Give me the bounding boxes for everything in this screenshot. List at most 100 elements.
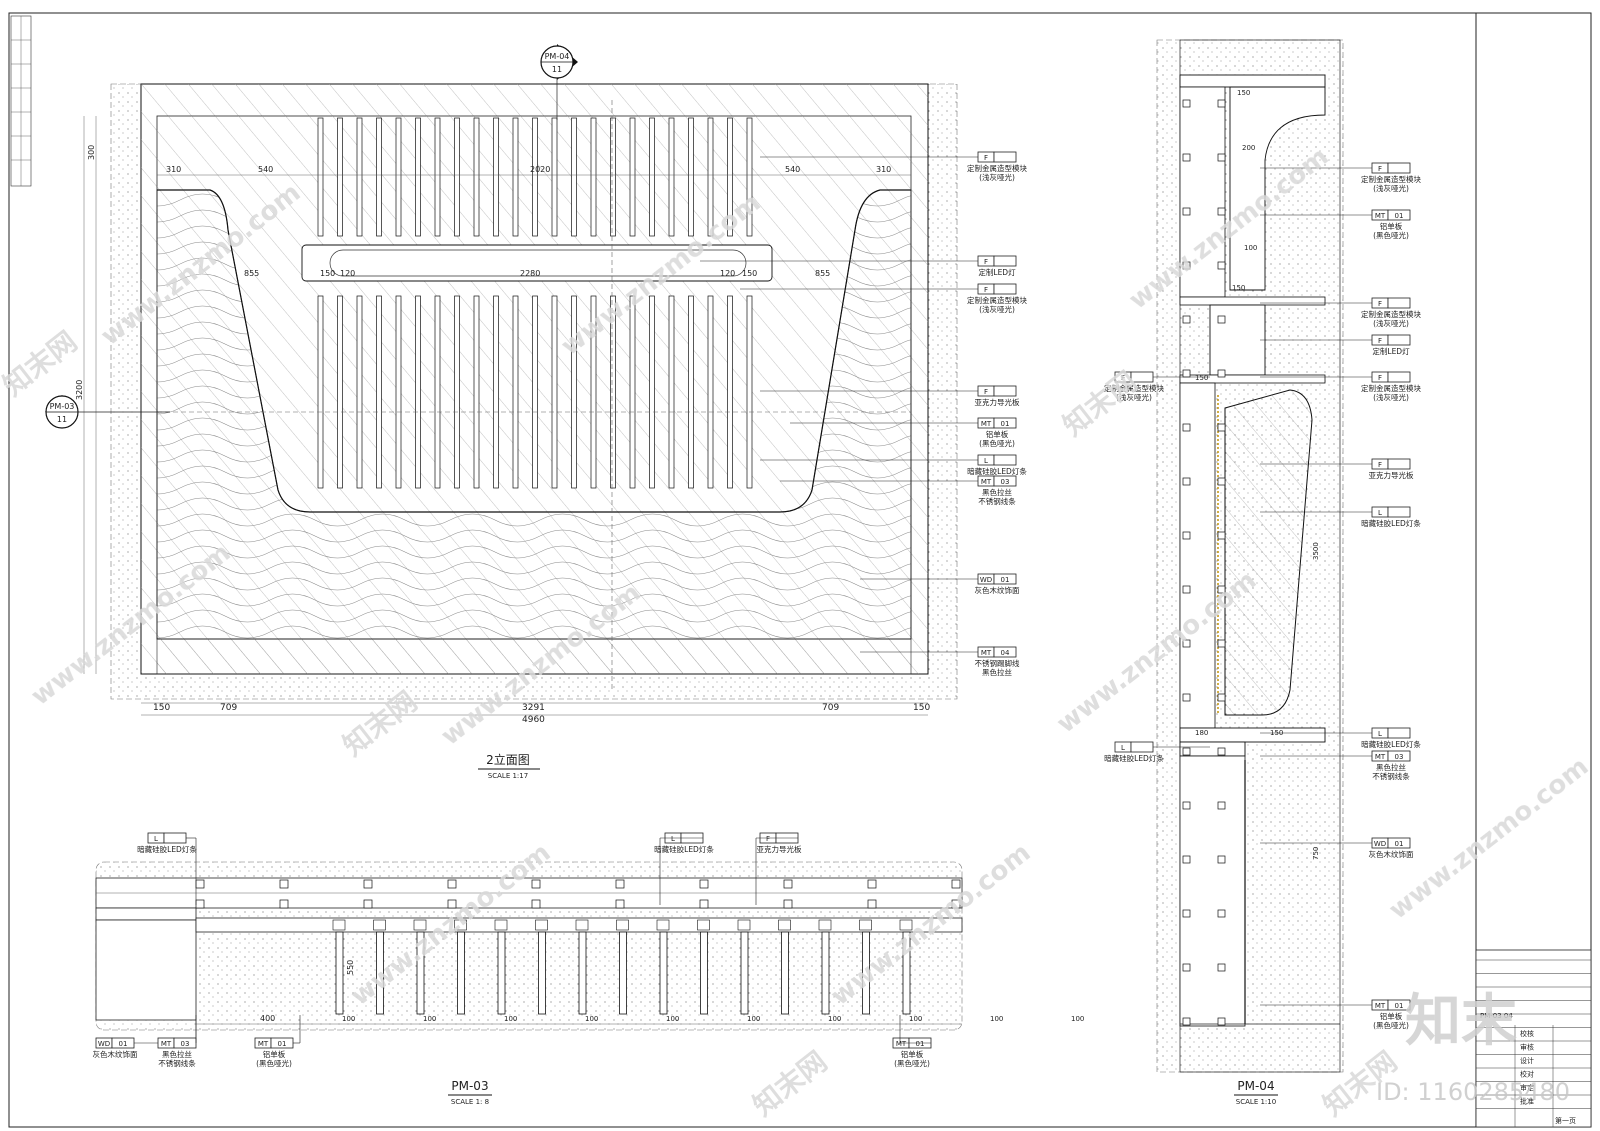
pm04-dim: 180 xyxy=(1195,729,1208,737)
pm04-stud xyxy=(1182,477,1191,486)
pm03-fin-cap xyxy=(737,919,751,931)
pm03-dim: 100 xyxy=(1071,1015,1084,1023)
pm03-fin xyxy=(619,931,627,1015)
dim-top-4: 540 xyxy=(785,165,800,174)
pm04-dim: 3500 xyxy=(1312,542,1320,560)
callout-code: MT xyxy=(1375,1002,1386,1010)
pm04-dim: 200 xyxy=(1242,144,1255,152)
callout-number: 04 xyxy=(1001,649,1010,657)
pm04-stud xyxy=(1217,747,1226,756)
pm03-fixing xyxy=(363,899,373,909)
lower-bar xyxy=(649,295,655,489)
pm04-stud xyxy=(1182,963,1191,972)
lower-bar xyxy=(317,295,324,489)
pm04-stud xyxy=(1182,855,1191,864)
elevation-callouts: F定制金属造型模块(浅灰哑光)F定制LED灯F定制金属造型模块(浅灰哑光)F亚克… xyxy=(700,151,1027,677)
callout-label: 不锈钢踢脚线 xyxy=(975,658,1020,668)
upper-bar xyxy=(434,117,441,237)
lower-bar xyxy=(415,295,421,489)
dim-mid-2: 150 xyxy=(320,269,335,278)
watermark-logo: 知末 xyxy=(1405,988,1517,1054)
upper-bar xyxy=(571,117,577,237)
callout-number: 01 xyxy=(916,1040,925,1048)
pm04-stud xyxy=(1182,909,1191,918)
callout-label: 铝单板 xyxy=(901,1049,924,1059)
pm03-fin-cap xyxy=(616,919,629,931)
pm03-dim: 100 xyxy=(990,1015,1003,1023)
pm03-fin xyxy=(376,931,384,1015)
pm04-stud xyxy=(1182,585,1191,594)
lower-bar xyxy=(454,295,460,489)
pm04-stud xyxy=(1182,639,1191,648)
callout-code: L xyxy=(1378,509,1382,517)
dim-total: 4960 xyxy=(522,715,545,725)
lower-bar xyxy=(688,295,694,489)
callout-number: 01 xyxy=(1395,840,1404,848)
callout-label: (黑色哑光) xyxy=(256,1058,292,1068)
upper-bar xyxy=(493,117,499,237)
callout-label: 定制LED灯 xyxy=(978,267,1016,277)
lower-bar xyxy=(395,295,402,489)
callout-code: F xyxy=(1378,337,1382,345)
callout-label: (黑色哑光) xyxy=(979,438,1015,448)
pm04-stud xyxy=(1182,801,1191,810)
pm03-fin xyxy=(862,931,870,1015)
pm03-fixing xyxy=(195,899,205,909)
upper-bar xyxy=(590,117,597,237)
dim-mid-6: 150 xyxy=(742,269,757,278)
lower-bar xyxy=(376,295,382,489)
dim-mid-1: 855 xyxy=(244,269,259,278)
pm03-dim: 100 xyxy=(666,1015,679,1023)
watermark-text: www.znzmo.com xyxy=(1383,752,1594,926)
pm03-fin-cap xyxy=(575,919,589,931)
watermark-id: ID: 1160285480 xyxy=(1376,1078,1570,1106)
callout-code: F xyxy=(1121,374,1125,382)
page-number: 第一页 xyxy=(1555,1116,1576,1125)
callout-label: 暗藏硅胶LED灯条 xyxy=(1361,739,1421,749)
callout-label: 铝单板 xyxy=(1380,221,1403,231)
callout-label: 定制LED灯 xyxy=(1372,346,1410,356)
pm04-stud xyxy=(1217,369,1226,378)
callout-label: (黑色哑光) xyxy=(894,1058,930,1068)
pm03-fixing xyxy=(867,899,877,909)
lower-bar xyxy=(727,295,733,489)
marker-left-sheet: 11 xyxy=(57,415,67,424)
callout-number: 01 xyxy=(1395,212,1404,220)
dim-mid-7: 855 xyxy=(815,269,830,278)
dim-mid-5: 120 xyxy=(720,269,735,278)
callout-code: F xyxy=(984,154,988,162)
upper-bar xyxy=(473,117,480,237)
callout-code: MT xyxy=(258,1040,269,1048)
elevation-title: 2立面图 xyxy=(486,752,530,767)
pm03-fixing xyxy=(447,879,457,889)
pm04-stud xyxy=(1217,207,1226,216)
pm03-fixing xyxy=(615,879,625,889)
pm03-fixing xyxy=(867,879,877,889)
upper-bar xyxy=(707,117,714,237)
pm03-fixing xyxy=(279,879,289,889)
callout-label: (黑色哑光) xyxy=(1373,230,1409,240)
callout-code: MT xyxy=(1375,753,1386,761)
callout-label: 铝单板 xyxy=(263,1049,286,1059)
pm04-stud xyxy=(1217,1017,1226,1026)
callout-label: 暗藏硅胶LED灯条 xyxy=(1361,518,1421,528)
lower-bar xyxy=(493,295,499,489)
pm03-dim-height: 550 xyxy=(346,960,355,975)
lower-bar xyxy=(532,295,538,489)
callout-code: L xyxy=(1121,744,1125,752)
watermark-brand: 知末网 xyxy=(747,1045,834,1123)
pm04-dim: 750 xyxy=(1312,847,1320,860)
pm04-stud xyxy=(1217,801,1226,810)
section-marker-left: PM-03 11 xyxy=(45,395,170,429)
callout-code: F xyxy=(1378,300,1382,308)
